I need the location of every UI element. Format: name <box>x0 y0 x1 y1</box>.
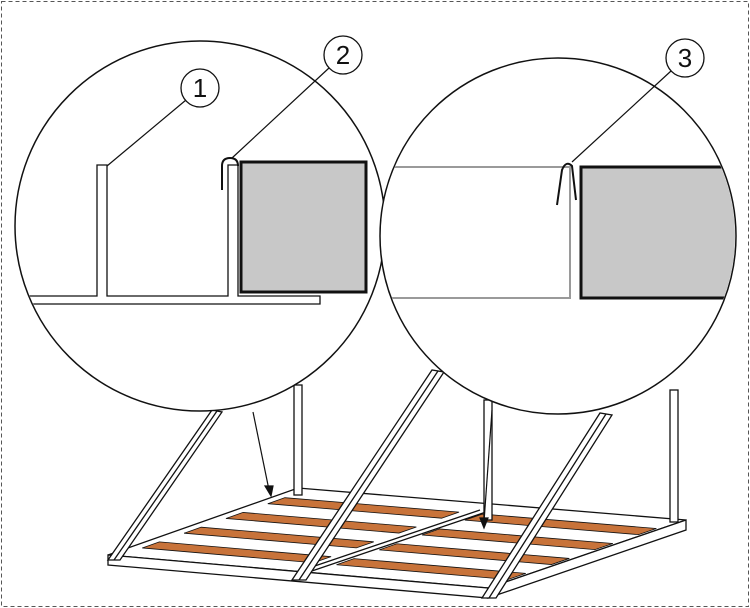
callout-label-3: 3 <box>678 43 692 73</box>
callout-label-2: 2 <box>336 40 350 70</box>
floor-board <box>142 541 332 564</box>
floor-board <box>464 513 657 536</box>
strut-right <box>480 412 614 599</box>
callout-1: 1 <box>106 68 220 167</box>
callout-2: 2 <box>231 35 363 159</box>
gas-spring-right <box>669 389 679 523</box>
ghost-profile <box>381 166 571 299</box>
callout-3: 3 <box>571 38 705 163</box>
panel-section <box>579 165 735 300</box>
floor-board <box>336 558 526 580</box>
frame-center-beam <box>299 509 481 572</box>
clip-hook <box>556 162 577 206</box>
callout-label-1: 1 <box>193 73 207 103</box>
t-profile <box>19 164 321 305</box>
panel-section <box>239 160 368 294</box>
floor-board <box>421 528 613 551</box>
strut-left <box>106 409 224 561</box>
floor-board <box>267 497 460 519</box>
arrow-1 <box>252 411 270 491</box>
arrow-2 <box>483 409 493 523</box>
clip-hook <box>221 156 239 190</box>
detail-circle-right <box>379 57 737 415</box>
gas-spring-left <box>293 384 303 496</box>
floor-board <box>379 543 570 565</box>
arrows <box>252 409 493 530</box>
detail-circle-left <box>14 40 386 412</box>
floor-board <box>225 512 417 534</box>
